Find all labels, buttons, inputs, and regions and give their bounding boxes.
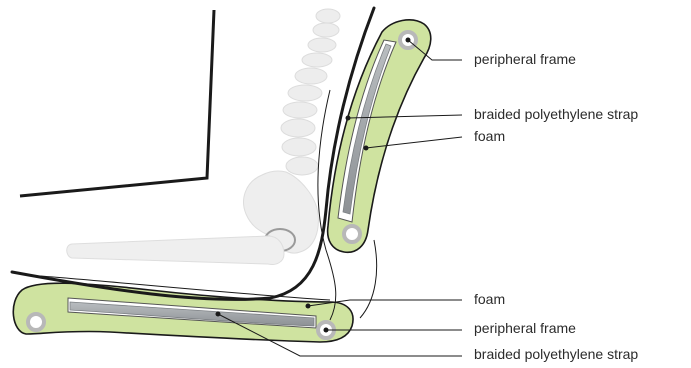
spine-illustration: [281, 9, 340, 175]
label-seat-peripheral-frame: peripheral frame: [474, 320, 576, 336]
body-back-outline: [20, 10, 214, 196]
contour-line-inner: [360, 240, 377, 318]
seat-assembly: [13, 283, 353, 342]
label-backrest-strap: braided polyethylene strap: [474, 106, 638, 122]
label-backrest-peripheral-frame: peripheral frame: [474, 51, 576, 67]
label-backrest-foam: foam: [474, 128, 505, 144]
backrest-bottom-pivot: [344, 226, 360, 242]
seat-left-pivot: [28, 314, 44, 330]
femur-illustration: [67, 236, 284, 265]
label-seat-foam: foam: [474, 291, 505, 307]
backrest-assembly: [328, 20, 431, 252]
label-seat-strap: braided polyethylene strap: [474, 346, 638, 362]
